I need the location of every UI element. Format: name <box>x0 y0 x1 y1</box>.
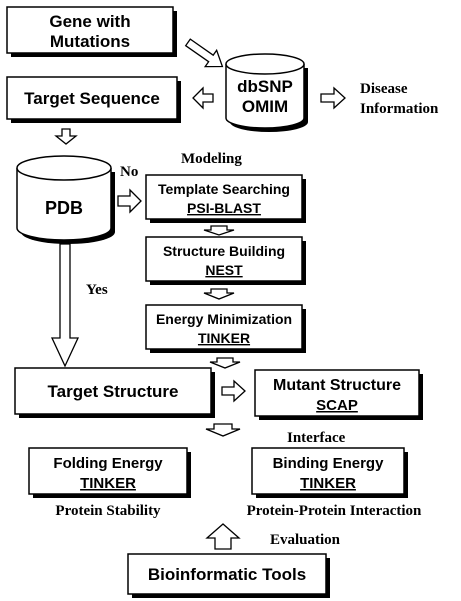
template-searching-title: Template Searching <box>158 181 290 197</box>
binding-energy-tool: TINKER <box>300 475 356 492</box>
modeling-label: Modeling <box>181 151 242 167</box>
arrow-template-to-structure <box>203 225 235 236</box>
folding-energy-title: Folding Energy <box>53 455 163 472</box>
disease-label-line2: Information <box>360 101 439 117</box>
arrow-energy-to-target <box>209 357 241 369</box>
arrow-target-to-mutant <box>221 379 246 403</box>
binding-energy-title: Binding Energy <box>273 455 384 472</box>
folding-energy-tool: TINKER <box>80 475 136 492</box>
dbsnp-omim-database: dbSNP OMIM <box>225 53 308 132</box>
arrow-pdb-to-template <box>117 188 142 214</box>
gene-label-line1: Gene with <box>49 12 130 31</box>
structure-building-title: Structure Building <box>163 243 285 259</box>
arrow-structure-to-energy <box>203 288 235 300</box>
ppi-label: Protein-Protein Interaction <box>247 503 422 519</box>
energy-minimization-tool: TINKER <box>198 330 250 346</box>
target-sequence-box: Target Sequence <box>6 76 181 123</box>
mutant-structure-box: Mutant Structure SCAP <box>254 369 423 420</box>
protein-stability-label: Protein Stability <box>55 503 161 519</box>
pdb-label: PDB <box>45 198 83 218</box>
arrow-pdb-to-target <box>50 243 80 368</box>
structure-building-box: Structure Building NEST <box>145 236 306 285</box>
arrow-db-to-sequence <box>192 86 214 110</box>
energy-minimization-box: Energy Minimization TINKER <box>145 304 306 353</box>
mutant-structure-tool: SCAP <box>316 397 358 414</box>
db-label-omim: OMIM <box>242 97 288 116</box>
arrow-sequence-to-pdb <box>54 128 78 145</box>
disease-label-line1: Disease <box>360 81 408 97</box>
arrow-tools-to-evaluation <box>205 523 241 550</box>
target-structure-label: Target Structure <box>48 382 179 401</box>
structure-building-tool: NEST <box>205 262 243 278</box>
energy-minimization-title: Energy Minimization <box>156 311 292 327</box>
arrow-gene-to-db <box>184 38 224 68</box>
binding-energy-box: Binding Energy TINKER <box>251 447 408 498</box>
gene-label-line2: Mutations <box>50 32 130 51</box>
template-searching-box: Template Searching PSI-BLAST <box>145 174 306 223</box>
template-searching-tool: PSI-BLAST <box>187 200 261 216</box>
branch-no-label: No <box>120 164 138 180</box>
arrow-db-to-disease <box>320 86 346 110</box>
branch-yes-label: Yes <box>86 282 108 298</box>
folding-energy-box: Folding Energy TINKER <box>28 447 191 498</box>
bioinformatic-tools-label: Bioinformatic Tools <box>148 565 306 584</box>
mutant-structure-title: Mutant Structure <box>273 377 401 394</box>
gene-with-mutations-box: Gene with Mutations <box>6 6 177 57</box>
arrow-to-energy-analysis <box>205 423 241 437</box>
evaluation-label: Evaluation <box>270 532 341 548</box>
target-structure-box: Target Structure <box>14 367 215 418</box>
pdb-database: PDB <box>16 155 115 244</box>
target-sequence-label: Target Sequence <box>24 89 160 108</box>
db-label-dbsnp: dbSNP <box>237 77 293 96</box>
bioinformatic-tools-box: Bioinformatic Tools <box>127 553 330 598</box>
interface-label: Interface <box>287 430 346 446</box>
